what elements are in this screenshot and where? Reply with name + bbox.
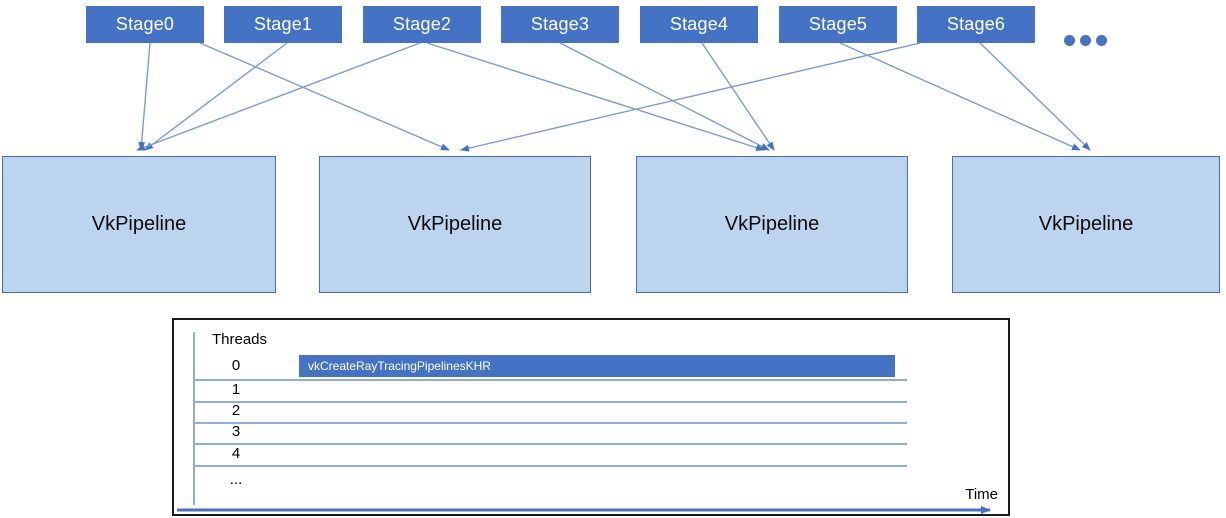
time-label: Time bbox=[965, 486, 998, 503]
connector-line bbox=[701, 42, 775, 151]
stage-box: Stage6 bbox=[917, 6, 1035, 43]
thread-row-label: 1 bbox=[231, 381, 241, 398]
stage-box: Stage4 bbox=[640, 6, 758, 43]
pipeline-box: VkPipeline bbox=[636, 156, 908, 293]
ellipsis-dot-icon bbox=[1080, 35, 1091, 46]
connector-line bbox=[559, 42, 770, 151]
more-stages-ellipsis-icon bbox=[1064, 35, 1107, 46]
thread-separator-line bbox=[193, 379, 907, 381]
stage-box: Stage5 bbox=[779, 6, 897, 43]
ellipsis-dot-icon bbox=[1096, 35, 1107, 46]
pipeline-box: VkPipeline bbox=[952, 156, 1220, 293]
thread-separator-line bbox=[193, 422, 907, 424]
timeline-bar-label: vkCreateRayTracingPipelinesKHR bbox=[308, 359, 491, 373]
thread-separator-line bbox=[193, 401, 907, 403]
pipeline-box: VkPipeline bbox=[319, 156, 591, 293]
thread-row-label: 4 bbox=[231, 445, 241, 462]
thread-row-label: 2 bbox=[231, 402, 241, 419]
stage-box: Stage1 bbox=[224, 6, 342, 43]
thread-row-label: ... bbox=[229, 471, 243, 488]
thread-timeline-chart: Threads 0 1 2 3 4... vkCreateRayTracingPipel… bbox=[172, 318, 1010, 516]
stage-box: Stage3 bbox=[501, 6, 619, 43]
connector-line bbox=[199, 42, 450, 151]
stage-box: Stage0 bbox=[86, 6, 204, 43]
connector-line bbox=[979, 42, 1091, 151]
connector-line bbox=[144, 42, 288, 151]
connector-line bbox=[138, 42, 151, 151]
connector-line bbox=[839, 42, 1081, 151]
thread-row-label: 0 bbox=[231, 357, 241, 374]
chart-title: Threads bbox=[212, 331, 268, 348]
connector-line bbox=[460, 42, 921, 152]
connector-line bbox=[426, 42, 765, 151]
threads-axis-line bbox=[193, 332, 195, 505]
connector-line bbox=[136, 42, 421, 151]
thread-row-label: 3 bbox=[231, 423, 241, 440]
pipeline-box: VkPipeline bbox=[2, 156, 276, 293]
thread-separator-line bbox=[193, 465, 907, 467]
thread-separator-line bbox=[193, 443, 907, 445]
ellipsis-dot-icon bbox=[1064, 35, 1075, 46]
timeline-bar: vkCreateRayTracingPipelinesKHR bbox=[299, 355, 895, 377]
stage-box: Stage2 bbox=[363, 6, 481, 43]
time-axis-arrow-icon bbox=[177, 506, 991, 514]
